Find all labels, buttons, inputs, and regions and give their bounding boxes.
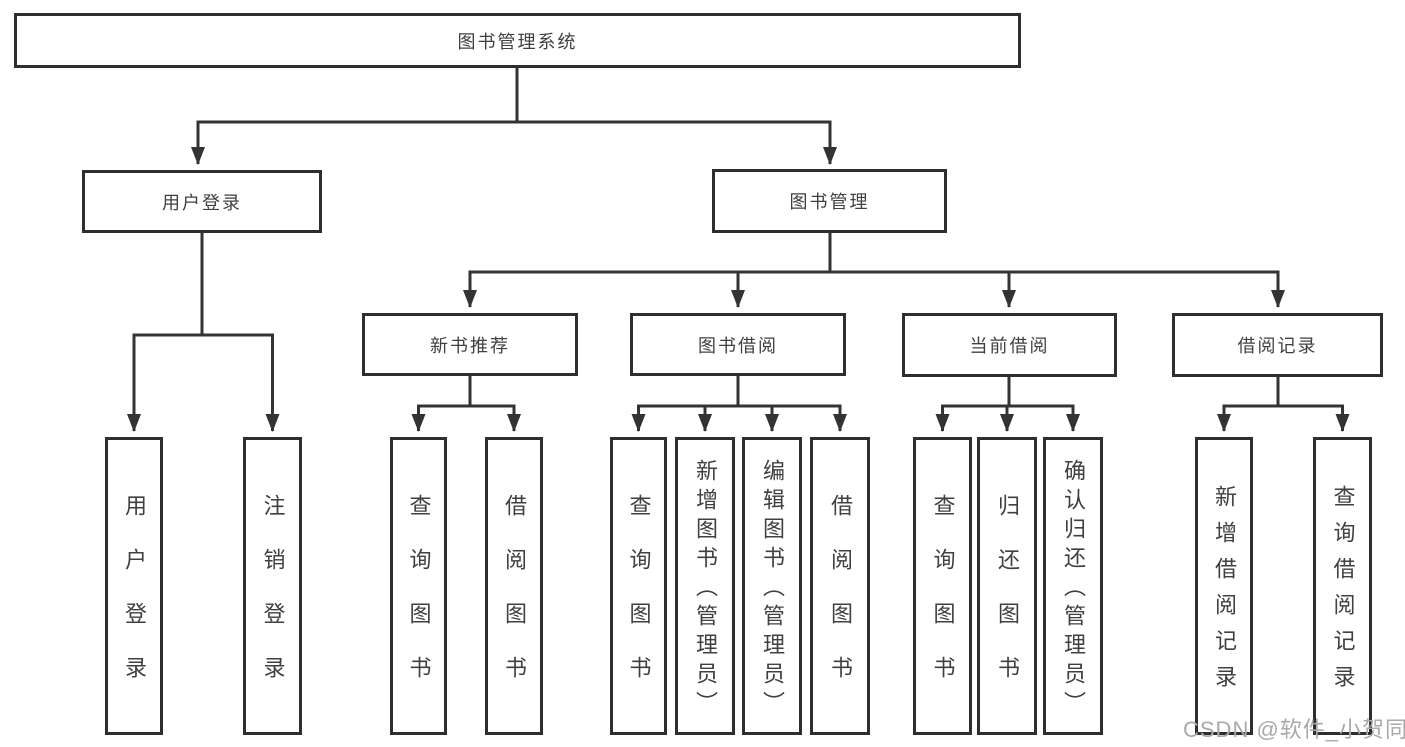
node-add-borrow-record: 新增借阅记录	[1195, 437, 1253, 735]
node-book-management-system: 图书管理系统	[14, 13, 1021, 68]
node-label: 图书管理	[789, 192, 870, 212]
node-query-books-recommend: 查询图书	[390, 437, 447, 735]
node-borrow-books-recommend: 借阅图书	[485, 437, 543, 735]
node-add-books-admin: 新增图书（管理员）	[675, 437, 735, 735]
node-label: 编辑图书（管理员）	[760, 459, 785, 720]
node-edit-books-admin: 编辑图书（管理员）	[742, 437, 802, 735]
node-label: 当前借阅	[969, 336, 1050, 356]
node-query-books-borrowing: 查询图书	[610, 437, 667, 735]
node-label: 新增图书（管理员）	[693, 459, 718, 720]
node-label: 确认归还（管理员）	[1061, 459, 1086, 720]
node-label: 查询图书	[626, 494, 652, 710]
node-label: 新书推荐	[430, 335, 510, 356]
csdn-watermark: CSDN @软件_小贺同学	[1183, 717, 1405, 742]
node-book-management-branch: 图书管理	[712, 169, 947, 233]
node-return-books: 归还图书	[977, 437, 1037, 735]
node-user-login-leaf: 用户登录	[105, 437, 163, 735]
node-label: 查询图书	[406, 494, 432, 710]
node-label: 借阅记录	[1237, 336, 1318, 356]
node-label: 用户登录	[122, 494, 147, 710]
node-query-books-current: 查询图书	[913, 437, 972, 735]
node-label: 查询借阅记录	[1330, 485, 1356, 701]
node-label: 用户登录	[162, 192, 242, 213]
node-label: 图书管理系统	[457, 31, 578, 52]
node-label: 查询图书	[930, 494, 956, 710]
node-new-book-recommendation: 新书推荐	[362, 313, 578, 376]
node-label: 借阅图书	[828, 494, 853, 710]
node-user-login-branch: 用户登录	[82, 170, 322, 233]
node-label: 注销登录	[260, 494, 286, 710]
node-current-borrowing: 当前借阅	[902, 313, 1117, 377]
node-book-borrowing: 图书借阅	[630, 313, 846, 376]
node-borrowing-records: 借阅记录	[1172, 313, 1383, 377]
node-logout: 注销登录	[243, 437, 302, 735]
node-confirm-return-admin: 确认归还（管理员）	[1043, 437, 1103, 735]
node-label: 借阅图书	[502, 494, 527, 710]
node-label: 归还图书	[995, 494, 1020, 710]
node-label: 图书借阅	[698, 335, 778, 356]
node-borrow-books-borrowing: 借阅图书	[810, 437, 870, 735]
node-label: 新增借阅记录	[1212, 485, 1237, 701]
node-query-borrow-record: 查询借阅记录	[1313, 437, 1372, 735]
